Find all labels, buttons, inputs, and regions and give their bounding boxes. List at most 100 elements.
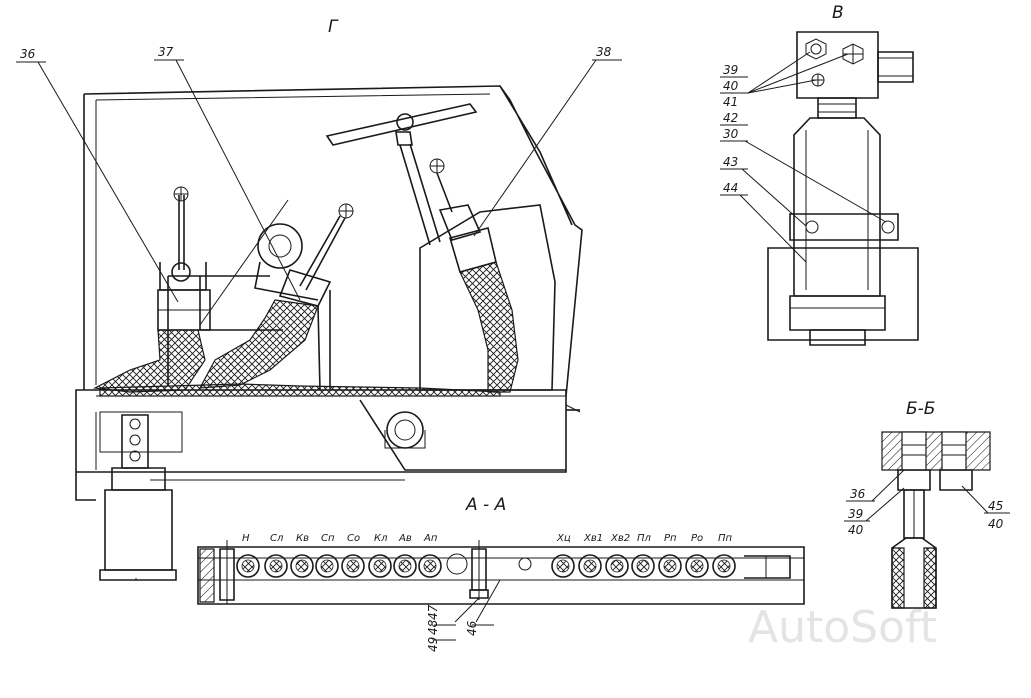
connector-socket xyxy=(315,554,339,578)
view-v: В 39 40 41 42 30 xyxy=(720,3,919,346)
connector-pins xyxy=(717,559,731,573)
callout-49: 49 xyxy=(426,637,440,652)
steering-assembly-38 xyxy=(325,103,556,393)
connector-pins xyxy=(346,559,360,573)
callout-38-leader xyxy=(473,59,597,237)
connector-pins xyxy=(398,559,412,573)
connector-socket xyxy=(658,554,682,578)
callout-37-leader xyxy=(175,59,301,301)
cabin-inner-wall xyxy=(95,93,491,385)
callout-48: 48 xyxy=(426,619,440,635)
connector-label: Ро xyxy=(691,533,703,544)
callout-36-leader xyxy=(37,61,179,303)
floor-hinge-mount xyxy=(384,430,426,449)
callout-38: 38 xyxy=(596,45,612,59)
connector-label: Хц xyxy=(556,533,571,544)
connector-label: Хв1 xyxy=(583,533,603,544)
connector-pins xyxy=(295,559,309,573)
connector-socket xyxy=(685,554,709,578)
connector-label: Н xyxy=(242,533,250,544)
view-g-title: Г xyxy=(328,17,339,37)
bb-plate xyxy=(881,431,991,471)
connector-label: Ав xyxy=(398,533,412,544)
connector-label: Сл xyxy=(270,533,284,544)
filter-fitting xyxy=(877,51,914,83)
bb-nut-right xyxy=(939,469,973,491)
connector-label: Пл xyxy=(637,533,652,544)
bb-pin-left xyxy=(903,489,925,539)
connector-socket xyxy=(551,554,575,578)
connector-label: Рп xyxy=(664,533,677,544)
connector-socket xyxy=(341,554,365,578)
watermark: AutoSoft xyxy=(748,602,937,653)
callout-37: 37 xyxy=(158,45,174,59)
filter-bowl xyxy=(789,295,886,331)
callout-44: 44 xyxy=(723,181,738,195)
callout-41: 41 xyxy=(723,95,738,109)
connector-pins xyxy=(583,559,597,573)
floor-cable-run xyxy=(99,383,501,397)
callout-47: 47 xyxy=(426,604,440,620)
aa-end-bracket xyxy=(744,555,791,579)
callout-bb-45: 45 xyxy=(988,499,1003,513)
connector-label: Кв xyxy=(296,533,309,544)
connector-label: Кл xyxy=(374,533,388,544)
floor-hinge-inner xyxy=(394,419,416,441)
bolt-39 xyxy=(805,38,827,60)
connector-pins xyxy=(690,559,704,573)
connector-label: Ап xyxy=(423,533,438,544)
callout-bb-36: 36 xyxy=(850,487,866,501)
filter-base-tank xyxy=(767,247,919,341)
connector-pins xyxy=(241,559,255,573)
connector-socket xyxy=(290,554,314,578)
callout-bb-40b: 40 xyxy=(988,517,1004,531)
connector-pins xyxy=(423,559,437,573)
floor-hinge-outer xyxy=(386,411,424,449)
connector-socket xyxy=(712,554,736,578)
connector-pins xyxy=(610,559,624,573)
connector-socket xyxy=(368,554,392,578)
connector-label: Со xyxy=(347,533,360,544)
callout-46: 46 xyxy=(465,620,479,636)
connector-pins xyxy=(556,559,570,573)
connector-socket xyxy=(393,554,417,578)
callout-bb-39: 39 xyxy=(848,507,863,521)
connector-pins xyxy=(373,559,387,573)
view-g: Г xyxy=(16,17,622,581)
connector-pins xyxy=(636,559,650,573)
floor-frame xyxy=(75,389,567,501)
filter-clamp xyxy=(789,213,899,241)
connector-pins xyxy=(269,559,283,573)
connector-socket xyxy=(236,554,260,578)
connector-socket xyxy=(605,554,629,578)
bb-nut-left xyxy=(897,469,931,491)
callout-42: 42 xyxy=(723,111,738,125)
callout-43: 43 xyxy=(723,155,738,169)
center-box xyxy=(167,275,270,386)
section-aa-title: А - А xyxy=(465,495,506,515)
connector-socket xyxy=(631,554,655,578)
connector-pins xyxy=(663,559,677,573)
cabin-outline xyxy=(83,85,583,397)
callout-36: 36 xyxy=(20,47,36,61)
connector-label: Хв2 xyxy=(610,533,630,544)
connector-socket xyxy=(264,554,288,578)
connector-pins xyxy=(320,559,334,573)
callout-bb-40a: 40 xyxy=(848,523,864,537)
connector-socket xyxy=(418,554,442,578)
connector-socket xyxy=(578,554,602,578)
filter-head-block xyxy=(796,31,879,99)
callout-40: 40 xyxy=(723,79,739,93)
section-bb-title: Б-Б xyxy=(906,399,935,419)
leader-36-extra xyxy=(199,199,289,326)
bracket-plate xyxy=(95,411,183,470)
callout-30: 30 xyxy=(723,127,739,141)
floor-step xyxy=(565,404,581,413)
filter-nut xyxy=(817,97,857,119)
connector-label: Пп xyxy=(718,533,733,544)
view-v-title: В xyxy=(832,3,844,23)
lever-assembly-37 xyxy=(198,203,354,391)
